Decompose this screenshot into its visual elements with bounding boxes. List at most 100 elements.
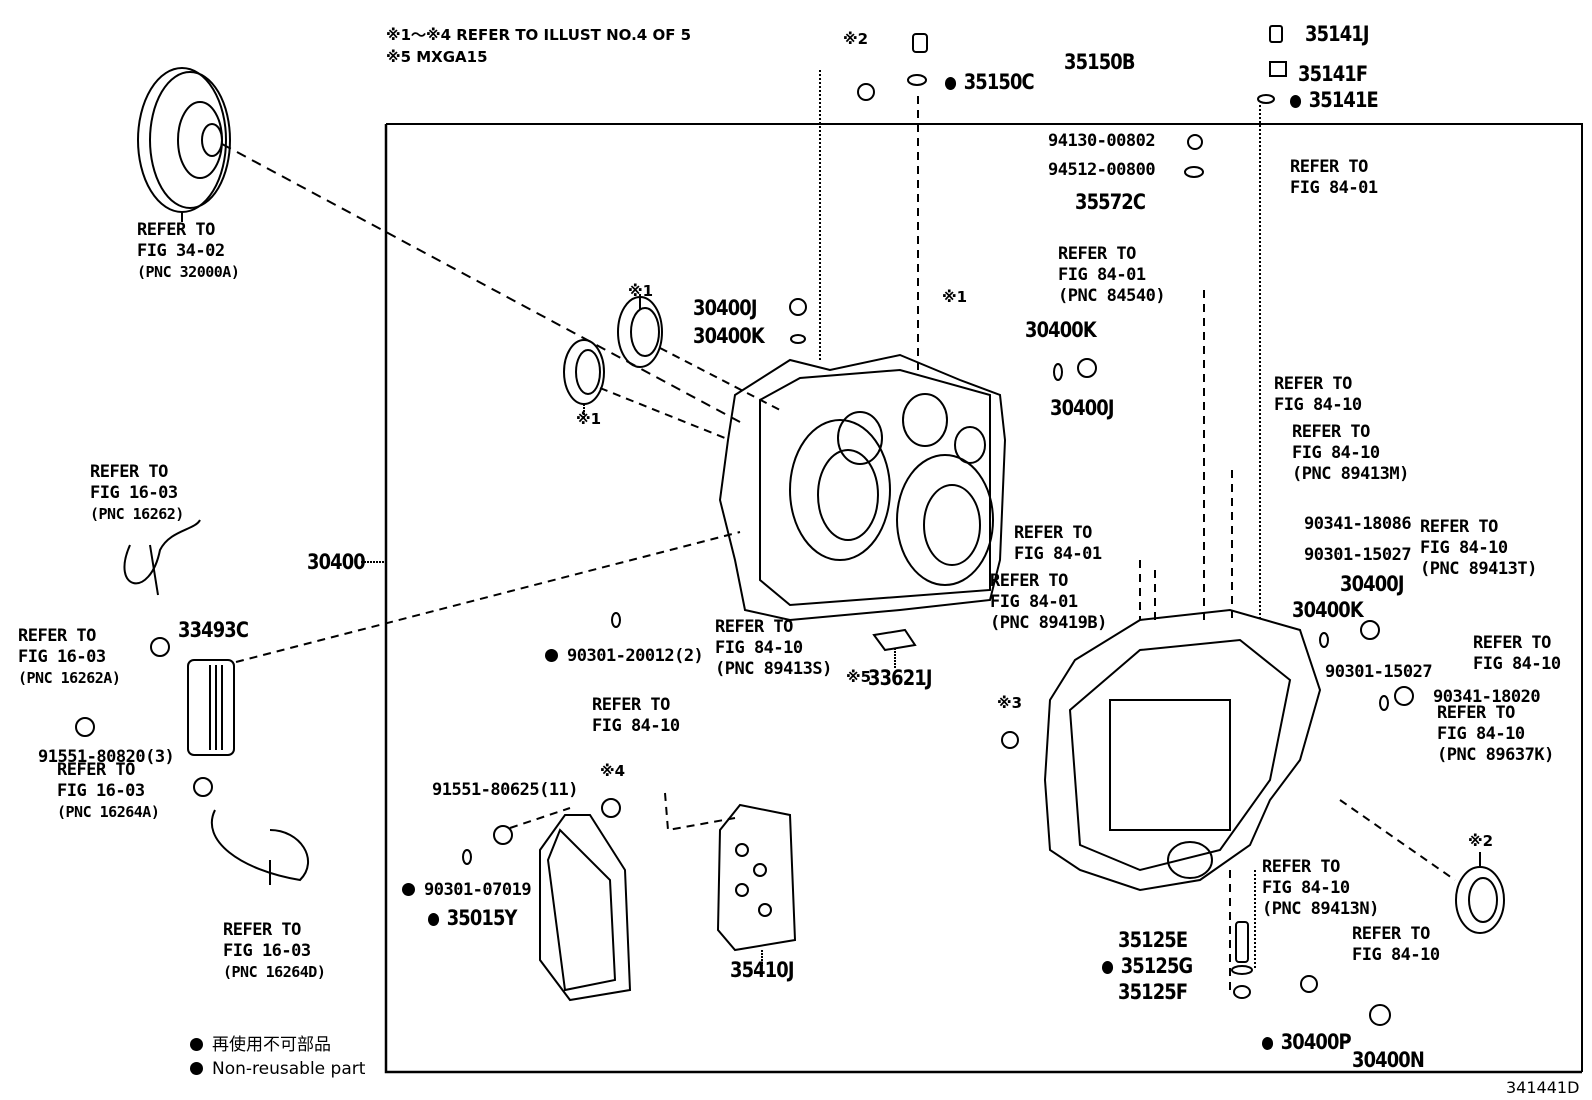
ref-line: (PNC 32000A): [137, 263, 240, 281]
ref-line: REFER TO: [1420, 517, 1498, 537]
part-35150C[interactable]: 35150C: [945, 70, 1035, 94]
part-35125E[interactable]: 35125E: [1118, 928, 1188, 952]
ref-line: FIG 84-10: [1437, 724, 1525, 744]
part-91551-80625[interactable]: 91551-80625(11): [432, 780, 579, 800]
transaxle-case-drawing: [718, 353, 1007, 622]
part-30400K-lower[interactable]: 30400K: [1292, 598, 1364, 622]
part-33493C[interactable]: 33493C: [178, 618, 249, 642]
ref-line: FIG 84-10: [715, 638, 803, 658]
part-number: 35015Y: [446, 906, 518, 930]
mark-1-bolt: ※1: [942, 288, 968, 306]
part-90341-18020[interactable]: 90341-18020: [1433, 687, 1541, 707]
ref-line: FIG 16-03: [223, 941, 311, 961]
non-reusable-icon: [190, 1062, 203, 1075]
diagram-id: 341441D: [1506, 1078, 1580, 1097]
ref-line: FIG 84-01: [1014, 544, 1102, 564]
non-reusable-icon: [945, 77, 957, 90]
part-number: 90301-20012(2): [567, 646, 704, 666]
part-30400J-upper[interactable]: 30400J: [693, 296, 757, 320]
part-30400J-lower[interactable]: 30400J: [1340, 572, 1404, 596]
ref-line: FIG 84-10: [592, 716, 680, 736]
part-30400K-upper[interactable]: 30400K: [693, 324, 765, 348]
part-35141E[interactable]: 35141E: [1290, 88, 1379, 112]
part-30400P[interactable]: 30400P: [1262, 1030, 1352, 1054]
part-90301-20012[interactable]: 90301-20012(2): [545, 646, 704, 667]
ref-line: REFER TO: [57, 760, 135, 780]
part-90301-15027-upper[interactable]: 90301-15027: [1304, 545, 1412, 565]
ref-line: FIG 84-10: [1473, 654, 1561, 674]
ref-line: REFER TO: [1292, 422, 1370, 442]
part-35125G[interactable]: 35125G: [1102, 954, 1194, 978]
note-refer-illust: ※1～※4 REFER TO ILLUST NO.4 OF 5: [386, 26, 692, 44]
part-90301-07019[interactable]: 90301-07019: [402, 880, 532, 901]
mark-1-seal-lower: ※1: [576, 410, 602, 428]
ref-line: REFER TO: [1473, 633, 1551, 653]
part-35015Y[interactable]: 35015Y: [428, 906, 517, 930]
part-number: 35141E: [1308, 88, 1379, 112]
part-35150B[interactable]: 35150B: [1064, 50, 1135, 74]
legend-jp-text: 再使用不可部品: [212, 1035, 331, 1055]
ref-line: REFER TO: [592, 695, 670, 715]
ref-line: FIG 84-10: [1352, 945, 1440, 965]
ref-line: (PNC 89413M): [1292, 464, 1409, 484]
torque-converter-drawing: [137, 67, 741, 423]
part-90301-15027-lower[interactable]: 90301-15027: [1325, 662, 1433, 682]
label-plate-drawing: [872, 628, 917, 652]
part-33621J[interactable]: 33621J: [868, 666, 932, 690]
small-parts-glyphs: [75, 25, 1414, 1026]
part-35125F[interactable]: 35125F: [1118, 980, 1188, 1004]
ref-line: (PNC 16262A): [18, 669, 121, 687]
valve-body-drawing: [664, 792, 797, 966]
part-35141F[interactable]: 35141F: [1298, 62, 1368, 86]
mark-2-top: ※2: [843, 30, 869, 48]
ref-line: REFER TO: [1014, 523, 1092, 543]
part-90341-18086[interactable]: 90341-18086: [1304, 514, 1412, 534]
ref-line: FIG 34-02: [137, 241, 225, 261]
non-reusable-icon: [428, 913, 440, 926]
part-30400[interactable]: 30400: [307, 550, 366, 574]
part-35141J[interactable]: 35141J: [1305, 22, 1369, 46]
ref-line: FIG 16-03: [90, 483, 178, 503]
part-94512-00800[interactable]: 94512-00800: [1048, 160, 1156, 180]
part-30400N[interactable]: 30400N: [1352, 1048, 1425, 1072]
part-30400K-right[interactable]: 30400K: [1025, 318, 1097, 342]
part-91551-80820[interactable]: 91551-80820(3): [38, 747, 175, 767]
non-reusable-icon: [402, 883, 415, 896]
ref-line: (PNC 89413T): [1420, 559, 1537, 579]
part-30400J-right[interactable]: 30400J: [1050, 396, 1114, 420]
ref-line: REFER TO: [990, 571, 1068, 591]
ref-line: FIG 84-01: [1058, 265, 1146, 285]
ref-line: REFER TO: [1437, 703, 1515, 723]
part-number: 35150C: [963, 70, 1035, 94]
ref-line: (PNC 89419B): [990, 613, 1107, 633]
legend-en: Non-reusable part: [190, 1057, 365, 1081]
part-94130-00802[interactable]: 94130-00802: [1048, 131, 1156, 151]
ref-line: REFER TO: [18, 626, 96, 646]
ref-line: (PNC 89413S): [715, 659, 832, 679]
part-number: 90301-07019: [424, 880, 532, 900]
non-reusable-icon: [1290, 95, 1302, 108]
part-35410J[interactable]: 35410J: [730, 958, 794, 982]
ref-line: REFER TO: [1262, 857, 1340, 877]
part-35572C[interactable]: 35572C: [1075, 190, 1146, 214]
part-number: 35125G: [1120, 954, 1194, 978]
